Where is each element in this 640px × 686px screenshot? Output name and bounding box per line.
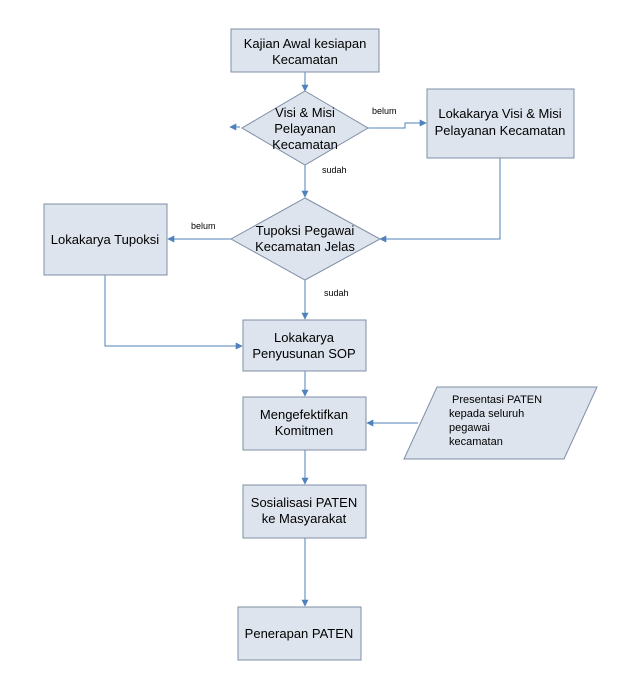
label-tupoksi-belum: belum xyxy=(191,221,216,231)
edge-labels: belum sudah belum sudah xyxy=(191,106,397,298)
decision-visi-misi-line2: Pelayanan xyxy=(274,121,335,136)
edge-visi-belum-to-lokakarya-visi xyxy=(368,119,427,129)
decision-visi-misi-line3: Kecamatan xyxy=(272,137,338,152)
node-lokakarya-visi-misi: Lokakarya Visi & Misi Pelayanan Kecamata… xyxy=(426,88,575,159)
edges xyxy=(104,72,501,607)
node-sosialisasi-paten-line2: ke Masyarakat xyxy=(262,511,347,526)
node-sosialisasi-paten-line1: Sosialisasi PATEN xyxy=(251,495,357,510)
node-kajian-awal-line1: Kajian Awal kesiapan xyxy=(244,36,367,51)
label-tupoksi-sudah: sudah xyxy=(324,288,349,298)
node-lokakarya-sop-line1: Lokakarya xyxy=(274,330,335,345)
node-mengefektifkan-komitmen-line1: Mengefektifkan xyxy=(260,407,348,422)
node-lokakarya-tupoksi: Lokakarya Tupoksi xyxy=(43,203,168,276)
node-lokakarya-visi-misi-line2: Pelayanan Kecamatan xyxy=(435,123,566,138)
decision-visi-misi-line1: Visi & Misi xyxy=(275,105,335,120)
decision-tupoksi-line2: Kecamatan Jelas xyxy=(255,239,355,254)
label-visi-sudah: sudah xyxy=(322,165,347,175)
node-lokakarya-sop-line2: Penyusunan SOP xyxy=(252,346,355,361)
node-penerapan-paten-line1: Penerapan PATEN xyxy=(245,626,354,641)
input-presentasi-paten-line2: kepada seluruh xyxy=(449,408,524,420)
decision-tupoksi-line1: Tupoksi Pegawai xyxy=(256,223,355,238)
node-kajian-awal: Kajian Awal kesiapan Kecamatan xyxy=(230,28,380,73)
input-presentasi-paten: Presentasi PATEN kepada seluruh pegawai … xyxy=(403,386,598,460)
edge-lokakarya-visi-to-tupoksi xyxy=(379,158,501,243)
node-mengefektifkan-komitmen: Mengefektifkan Komitmen xyxy=(242,396,367,451)
node-kajian-awal-line2: Kecamatan xyxy=(272,52,338,67)
node-sosialisasi-paten: Sosialisasi PATEN ke Masyarakat xyxy=(242,484,367,539)
input-presentasi-paten-line3: pegawai xyxy=(449,422,490,434)
edge-lokakarya-tupoksi-to-sop xyxy=(104,275,243,350)
node-mengefektifkan-komitmen-line2: Komitmen xyxy=(275,423,334,438)
label-visi-belum: belum xyxy=(372,106,397,116)
node-lokakarya-sop: Lokakarya Penyusunan SOP xyxy=(242,319,367,372)
node-penerapan-paten: Penerapan PATEN xyxy=(237,606,362,661)
input-presentasi-paten-line1: Presentasi PATEN xyxy=(452,394,542,406)
decision-tupoksi: Tupoksi Pegawai Kecamatan Jelas xyxy=(229,197,382,281)
node-lokakarya-visi-misi-line1: Lokakarya Visi & Misi xyxy=(438,106,561,121)
decision-visi-misi: Visi & Misi Pelayanan Kecamatan xyxy=(241,90,369,166)
node-lokakarya-tupoksi-line1: Lokakarya Tupoksi xyxy=(51,232,160,247)
input-presentasi-paten-line4: kecamatan xyxy=(449,436,503,448)
